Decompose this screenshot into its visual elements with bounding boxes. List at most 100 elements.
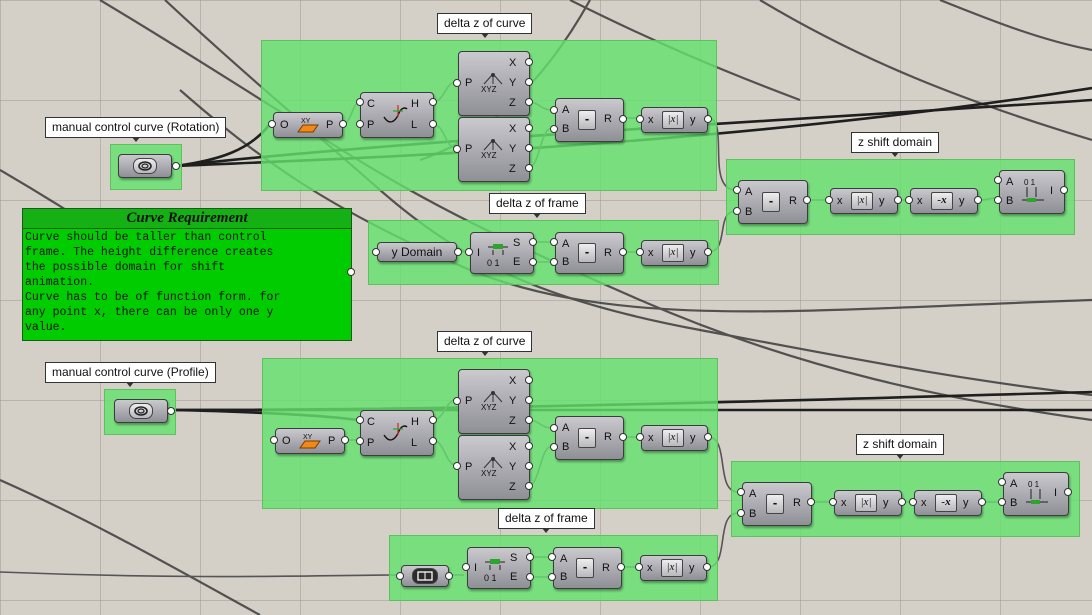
absolute-component[interactable]: x |x| y	[641, 107, 708, 133]
curve-param-profile[interactable]	[114, 399, 168, 423]
absolute-component[interactable]: x |x| y	[640, 555, 707, 581]
deconstruct-domain-component[interactable]: I 0 1 S E	[467, 547, 531, 589]
label-delta-z-curve-top[interactable]: delta z of curve	[437, 13, 533, 38]
input-pin[interactable]	[737, 509, 745, 517]
output-pin[interactable]	[974, 196, 982, 204]
construct-domain-component[interactable]: A B 0 1 I	[1003, 472, 1069, 516]
output-pin[interactable]	[339, 120, 347, 128]
xy-plane-component[interactable]: O XY P	[273, 112, 343, 138]
subtraction-component[interactable]: A B - R	[553, 547, 622, 589]
xy-plane-component[interactable]: O XY P	[275, 428, 345, 454]
rectangle-param[interactable]	[401, 565, 449, 587]
input-pin[interactable]	[465, 248, 473, 256]
output-pin[interactable]	[525, 376, 533, 384]
label-delta-z-frame-bottom[interactable]: delta z of frame	[498, 508, 595, 533]
subtraction-component[interactable]: A B - R	[738, 180, 808, 224]
output-pin[interactable]	[454, 248, 462, 256]
curve-evaluate-component[interactable]: C P H L	[360, 92, 434, 138]
input-pin[interactable]	[356, 416, 364, 424]
input-pin[interactable]	[825, 196, 833, 204]
output-pin[interactable]	[167, 407, 175, 415]
input-pin[interactable]	[356, 120, 364, 128]
construct-domain-component[interactable]: A B 0 1 I	[999, 170, 1065, 214]
output-pin[interactable]	[803, 196, 811, 204]
input-pin[interactable]	[550, 125, 558, 133]
output-pin[interactable]	[526, 573, 534, 581]
output-pin[interactable]	[894, 196, 902, 204]
input-pin[interactable]	[998, 478, 1006, 486]
output-pin[interactable]	[978, 498, 986, 506]
output-pin[interactable]	[704, 433, 712, 441]
label-z-shift-bottom[interactable]: z shift domain	[856, 434, 945, 459]
output-pin[interactable]	[526, 553, 534, 561]
input-pin[interactable]	[550, 443, 558, 451]
output-pin[interactable]	[898, 498, 906, 506]
output-pin[interactable]	[525, 442, 533, 450]
input-pin[interactable]	[453, 397, 461, 405]
label-rotation-curve[interactable]: manual control curve (Rotation)	[45, 117, 227, 142]
input-pin[interactable]	[372, 248, 380, 256]
output-pin[interactable]	[529, 238, 537, 246]
output-pin[interactable]	[529, 258, 537, 266]
subtraction-component[interactable]: A B - R	[555, 416, 624, 460]
output-pin[interactable]	[445, 572, 453, 580]
input-pin[interactable]	[396, 572, 404, 580]
deconstruct-point-component[interactable]: P XYZ X Y Z	[458, 435, 530, 500]
output-pin[interactable]	[429, 98, 437, 106]
deconstruct-point-component[interactable]: P XYZ X Y Z	[458, 117, 530, 182]
label-z-shift-top[interactable]: z shift domain	[851, 132, 940, 157]
y-domain-param[interactable]: y Domain	[377, 242, 457, 262]
output-pin[interactable]	[1064, 488, 1072, 496]
negative-component[interactable]: x -x y	[910, 188, 978, 214]
input-pin[interactable]	[550, 106, 558, 114]
output-pin[interactable]	[429, 416, 437, 424]
deconstruct-point-component[interactable]: P XYZ X Y Z	[458, 51, 530, 116]
output-pin[interactable]	[429, 120, 437, 128]
output-pin[interactable]	[704, 248, 712, 256]
output-pin[interactable]	[807, 498, 815, 506]
output-pin[interactable]	[525, 78, 533, 86]
input-pin[interactable]	[453, 462, 461, 470]
output-pin[interactable]	[525, 416, 533, 424]
label-delta-z-curve-bottom[interactable]: delta z of curve	[437, 331, 533, 356]
input-pin[interactable]	[550, 258, 558, 266]
input-pin[interactable]	[548, 553, 556, 561]
input-pin[interactable]	[994, 196, 1002, 204]
deconstruct-point-component[interactable]: P XYZ X Y Z	[458, 369, 530, 434]
input-pin[interactable]	[453, 79, 461, 87]
output-pin[interactable]	[525, 124, 533, 132]
input-pin[interactable]	[636, 433, 644, 441]
input-pin[interactable]	[548, 573, 556, 581]
panel-output-pin[interactable]	[347, 268, 355, 276]
input-pin[interactable]	[636, 248, 644, 256]
output-pin[interactable]	[619, 433, 627, 441]
output-pin[interactable]	[704, 115, 712, 123]
output-pin[interactable]	[525, 144, 533, 152]
input-pin[interactable]	[550, 238, 558, 246]
output-pin[interactable]	[172, 162, 180, 170]
output-pin[interactable]	[341, 436, 349, 444]
output-pin[interactable]	[525, 58, 533, 66]
input-pin[interactable]	[453, 145, 461, 153]
input-pin[interactable]	[829, 498, 837, 506]
input-pin[interactable]	[994, 176, 1002, 184]
absolute-component[interactable]: x |x| y	[830, 188, 898, 214]
input-pin[interactable]	[909, 498, 917, 506]
input-pin[interactable]	[356, 437, 364, 445]
label-profile-curve[interactable]: manual control curve (Profile)	[45, 362, 216, 387]
absolute-component[interactable]: x |x| y	[641, 425, 708, 451]
input-pin[interactable]	[733, 207, 741, 215]
output-pin[interactable]	[525, 98, 533, 106]
output-pin[interactable]	[525, 482, 533, 490]
input-pin[interactable]	[737, 488, 745, 496]
subtraction-component[interactable]: A B - R	[742, 482, 812, 526]
deconstruct-domain-component[interactable]: I 0 1 S E	[470, 232, 534, 274]
output-pin[interactable]	[525, 396, 533, 404]
curve-evaluate-component[interactable]: C P H L	[360, 410, 434, 456]
input-pin[interactable]	[636, 115, 644, 123]
output-pin[interactable]	[525, 462, 533, 470]
absolute-component[interactable]: x |x| y	[641, 240, 708, 266]
input-pin[interactable]	[268, 120, 276, 128]
output-pin[interactable]	[429, 437, 437, 445]
output-pin[interactable]	[619, 115, 627, 123]
